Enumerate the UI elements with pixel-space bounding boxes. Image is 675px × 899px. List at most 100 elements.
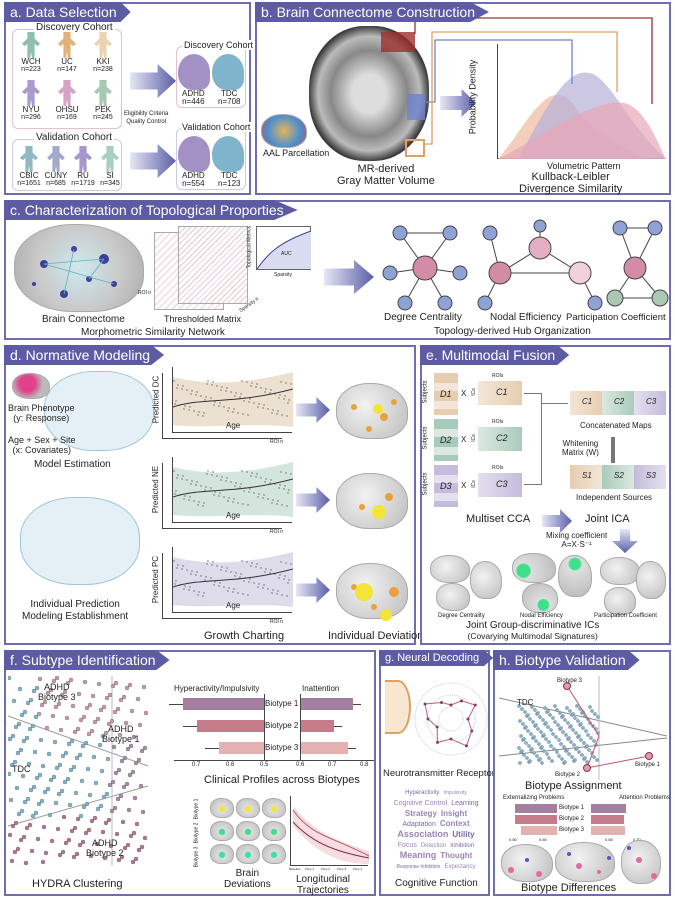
aal-label: AAL Parcellation bbox=[263, 148, 330, 158]
subject-point bbox=[109, 718, 115, 724]
data-point bbox=[189, 406, 191, 408]
subject-point bbox=[105, 756, 111, 762]
subject-point bbox=[74, 755, 80, 761]
word-cloud-term: Context bbox=[439, 819, 470, 828]
subject-point bbox=[39, 798, 45, 804]
subject-point bbox=[8, 832, 13, 838]
pc-label: Participation Coefficient bbox=[594, 613, 657, 619]
subject-point bbox=[41, 824, 47, 830]
deviation-brain-dc bbox=[336, 383, 408, 439]
subject-point bbox=[45, 690, 51, 696]
data-point bbox=[247, 504, 249, 506]
data-point bbox=[213, 584, 215, 586]
subject-point bbox=[37, 772, 43, 778]
subject-point bbox=[20, 773, 26, 779]
child-icon bbox=[22, 80, 40, 106]
tdc-point bbox=[592, 755, 596, 759]
tdc-point bbox=[542, 733, 546, 737]
data-point bbox=[173, 560, 175, 562]
subject-point bbox=[28, 787, 34, 793]
data-point bbox=[277, 410, 279, 412]
source-label-3: S3 bbox=[646, 471, 656, 480]
subject-point bbox=[86, 731, 92, 737]
word-cloud-term: Impulsivity bbox=[443, 790, 467, 796]
biotype-centroid bbox=[583, 764, 591, 772]
data-point bbox=[264, 571, 266, 573]
data-point bbox=[232, 591, 234, 593]
panel-title: g. Neural Decoding bbox=[379, 650, 494, 666]
axis-line bbox=[300, 694, 301, 760]
data-point bbox=[235, 572, 237, 574]
tick-label: 0.6 bbox=[296, 762, 305, 768]
subjects-label: Subjects bbox=[422, 426, 429, 450]
subject-point bbox=[113, 680, 119, 686]
data-point bbox=[182, 385, 184, 387]
subject-point bbox=[43, 850, 49, 856]
subject-point bbox=[67, 802, 73, 808]
data-point bbox=[281, 414, 283, 416]
tdc-point bbox=[528, 759, 532, 763]
y-axis-label: Predicted PC bbox=[151, 555, 161, 604]
subject-point bbox=[84, 705, 90, 711]
subject-point bbox=[24, 825, 30, 831]
data-point bbox=[240, 393, 242, 395]
data-point bbox=[204, 579, 206, 581]
subject-point bbox=[81, 714, 87, 720]
data-point bbox=[277, 590, 279, 592]
data-point bbox=[228, 407, 230, 409]
thresholded-label: Thresholded Matrix bbox=[164, 314, 242, 324]
arrow-icon bbox=[296, 397, 330, 423]
subject-point bbox=[13, 724, 19, 730]
time-tick: Time 3 bbox=[337, 867, 347, 871]
subject-point bbox=[53, 704, 59, 710]
data-point bbox=[216, 385, 218, 387]
data-point bbox=[286, 415, 288, 417]
data-point bbox=[239, 486, 241, 488]
x-axis-label: Volumetric Pattern bbox=[547, 161, 621, 171]
subject-point bbox=[30, 813, 36, 819]
data-point bbox=[284, 485, 286, 487]
error-bar bbox=[333, 726, 342, 727]
tick-label: 0.6 bbox=[226, 762, 235, 768]
data-point bbox=[174, 403, 176, 405]
subject-point bbox=[63, 840, 69, 846]
subject-point bbox=[83, 740, 89, 746]
subject-point bbox=[125, 746, 131, 752]
ic-brain-dc bbox=[430, 555, 470, 583]
individual-deviation-label: Individual Deviation bbox=[328, 630, 424, 642]
data-point bbox=[190, 483, 192, 485]
tdc-point bbox=[561, 714, 565, 718]
panel-neural-decoding: g. Neural Decoding Neurotransmitter Rece… bbox=[379, 650, 495, 896]
data-point bbox=[200, 575, 202, 577]
panel-title: d. Normative Modeling bbox=[4, 345, 165, 365]
data-point bbox=[207, 560, 209, 562]
multiply-sign: X bbox=[461, 389, 467, 398]
subject-point bbox=[9, 858, 15, 864]
tdc-point bbox=[563, 760, 567, 764]
subject-point bbox=[19, 808, 25, 814]
subject-point bbox=[120, 819, 126, 825]
data-point bbox=[249, 488, 251, 490]
data-point bbox=[196, 481, 198, 483]
data-point bbox=[189, 496, 191, 498]
hub-graphs bbox=[382, 219, 669, 311]
subject-point bbox=[35, 836, 41, 842]
data-point bbox=[219, 492, 221, 494]
median-curve bbox=[172, 478, 294, 498]
data-point bbox=[260, 387, 262, 389]
panel-title: f. Subtype Identification bbox=[4, 650, 170, 670]
growth-chart bbox=[172, 547, 294, 613]
subject-point bbox=[78, 717, 84, 723]
data-point bbox=[250, 385, 252, 387]
subject-point bbox=[50, 713, 56, 719]
ic-brain-dc bbox=[436, 583, 470, 611]
inattention-bar bbox=[300, 698, 353, 710]
roi-label: ROI n bbox=[270, 619, 284, 625]
d-matrix bbox=[434, 419, 458, 461]
receptor-point bbox=[440, 701, 443, 705]
subject-point bbox=[44, 725, 50, 731]
subject-point bbox=[23, 860, 29, 866]
ne-label: Nodal Efficiency bbox=[520, 613, 563, 619]
tdc-point bbox=[569, 724, 573, 728]
subject-point bbox=[81, 804, 87, 810]
